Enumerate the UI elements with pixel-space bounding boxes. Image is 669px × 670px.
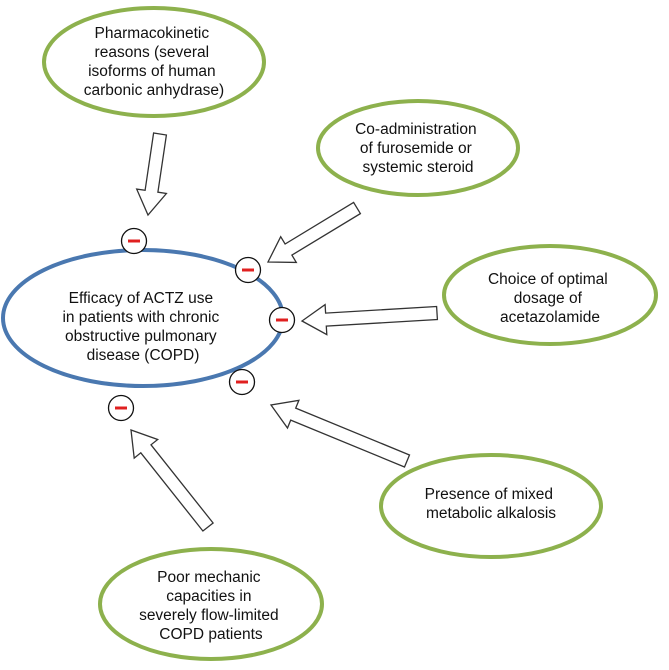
minus-marker-co-administration [234, 256, 262, 284]
factor-dosage-ellipse [442, 244, 658, 346]
factor-mechanic-label: Poor mechanic capacities in severely flo… [139, 569, 283, 643]
arrow-alkalosis [269, 399, 411, 468]
minus-icon [115, 406, 127, 410]
factor-alkalosis-ellipse [379, 453, 603, 559]
center-outcome-label: Efficacy of ACTZ use in patients with ch… [62, 290, 223, 364]
factor-pharmacokinetic-label: Pharmacokinetic reasons (several isoform… [84, 25, 224, 99]
minus-icon [236, 380, 248, 384]
minus-icon [242, 268, 254, 272]
minus-marker-mechanic [107, 394, 135, 422]
arrow-mechanic [130, 429, 215, 532]
arrows [130, 132, 439, 532]
minus-marker-dosage [268, 306, 296, 334]
factor-alkalosis-label: Presence of mixed metabolic alkalosis [425, 486, 558, 522]
factor-co-administration-ellipse [316, 99, 520, 197]
arrow-pharmacokinetic [135, 132, 168, 217]
arrow-co-administration [266, 201, 362, 264]
factor-alkalosis: Presence of mixed metabolic alkalosis [379, 453, 603, 559]
minus-icon [276, 318, 288, 322]
factor-dosage-label: Choice of optimal dosage of acetazolamid… [488, 271, 612, 326]
factor-co-administration-label: Co-administration of furosemide or syste… [355, 121, 481, 176]
factor-dosage: Choice of optimal dosage of acetazolamid… [442, 244, 658, 346]
factor-pharmacokinetic: Pharmacokinetic reasons (several isoform… [42, 6, 266, 118]
arrow-dosage [300, 303, 439, 336]
factor-mechanic-ellipse [98, 547, 324, 661]
minus-icon [128, 239, 140, 243]
factor-pharmacokinetic-ellipse [42, 6, 266, 118]
minus-marker-alkalosis [228, 368, 256, 396]
minus-marker-pharmacokinetic [120, 227, 148, 255]
factor-co-administration: Co-administration of furosemide or syste… [316, 99, 520, 197]
factor-mechanic: Poor mechanic capacities in severely flo… [98, 547, 324, 661]
